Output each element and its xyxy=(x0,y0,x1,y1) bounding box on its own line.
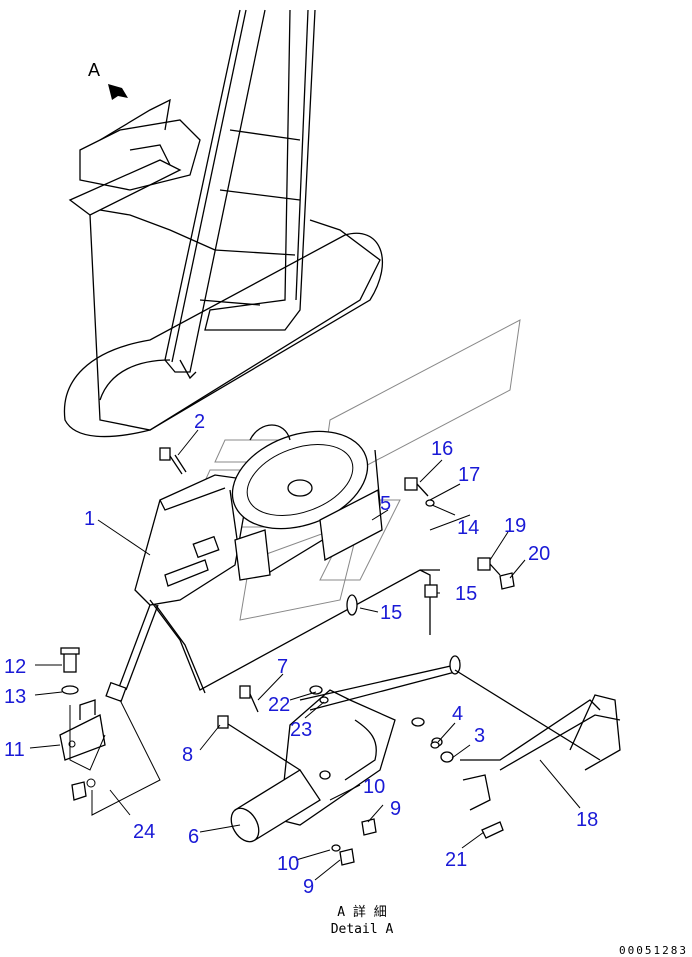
callout-5: 5 xyxy=(380,493,391,515)
callout-24: 24 xyxy=(133,821,155,843)
detail-caption: A 詳 細 Detail A xyxy=(331,904,394,937)
callout-3: 3 xyxy=(474,725,485,747)
callout-22: 22 xyxy=(268,694,290,716)
control-cable xyxy=(105,604,159,703)
rod-routing xyxy=(149,569,440,694)
pedal-lever-part-18 xyxy=(454,669,621,811)
callout-17: 17 xyxy=(458,464,480,486)
callout-12: 12 xyxy=(4,656,26,678)
view-marker-a: A xyxy=(88,60,128,100)
callout-15-right: 15 xyxy=(455,583,477,605)
callout-labels: 1 2 3 4 5 6 7 8 9 9 10 10 11 12 13 14 15… xyxy=(4,411,598,898)
callout-19: 19 xyxy=(504,515,526,537)
callout-1: 1 xyxy=(84,508,95,530)
callout-6: 6 xyxy=(188,826,199,848)
fasteners xyxy=(159,447,515,866)
callout-11: 11 xyxy=(4,739,25,761)
control-box-part-1 xyxy=(134,474,251,606)
view-label-a: A xyxy=(88,60,100,80)
callout-7: 7 xyxy=(277,656,288,678)
machine-frame-illustration xyxy=(63,9,384,438)
callout-15-left: 15 xyxy=(380,602,402,624)
callout-4: 4 xyxy=(452,703,463,725)
anchor-bracket-part-11 xyxy=(59,647,106,801)
callout-23: 23 xyxy=(290,719,312,741)
view-arrow-icon xyxy=(108,84,128,100)
callout-10-upper: 10 xyxy=(363,776,385,798)
callout-21: 21 xyxy=(445,849,467,871)
drawing-number: 00051283 xyxy=(619,944,688,957)
callout-9-upper: 9 xyxy=(390,798,401,820)
cylinder-part-6 xyxy=(230,769,321,843)
callout-10-lower: 10 xyxy=(277,853,299,875)
callout-18: 18 xyxy=(576,809,598,831)
pin-part-21 xyxy=(481,821,504,839)
callout-9-lower: 9 xyxy=(303,876,314,898)
callout-16: 16 xyxy=(431,438,453,460)
callout-14: 14 xyxy=(457,517,479,539)
callout-2: 2 xyxy=(194,411,205,433)
pulley-assembly xyxy=(229,424,383,581)
callout-8: 8 xyxy=(182,744,193,766)
caption-japanese: A 詳 細 xyxy=(337,904,386,920)
caption-english: Detail A xyxy=(331,922,394,937)
callout-13: 13 xyxy=(4,686,26,708)
leader-lines xyxy=(29,429,581,881)
callout-20: 20 xyxy=(528,543,550,565)
